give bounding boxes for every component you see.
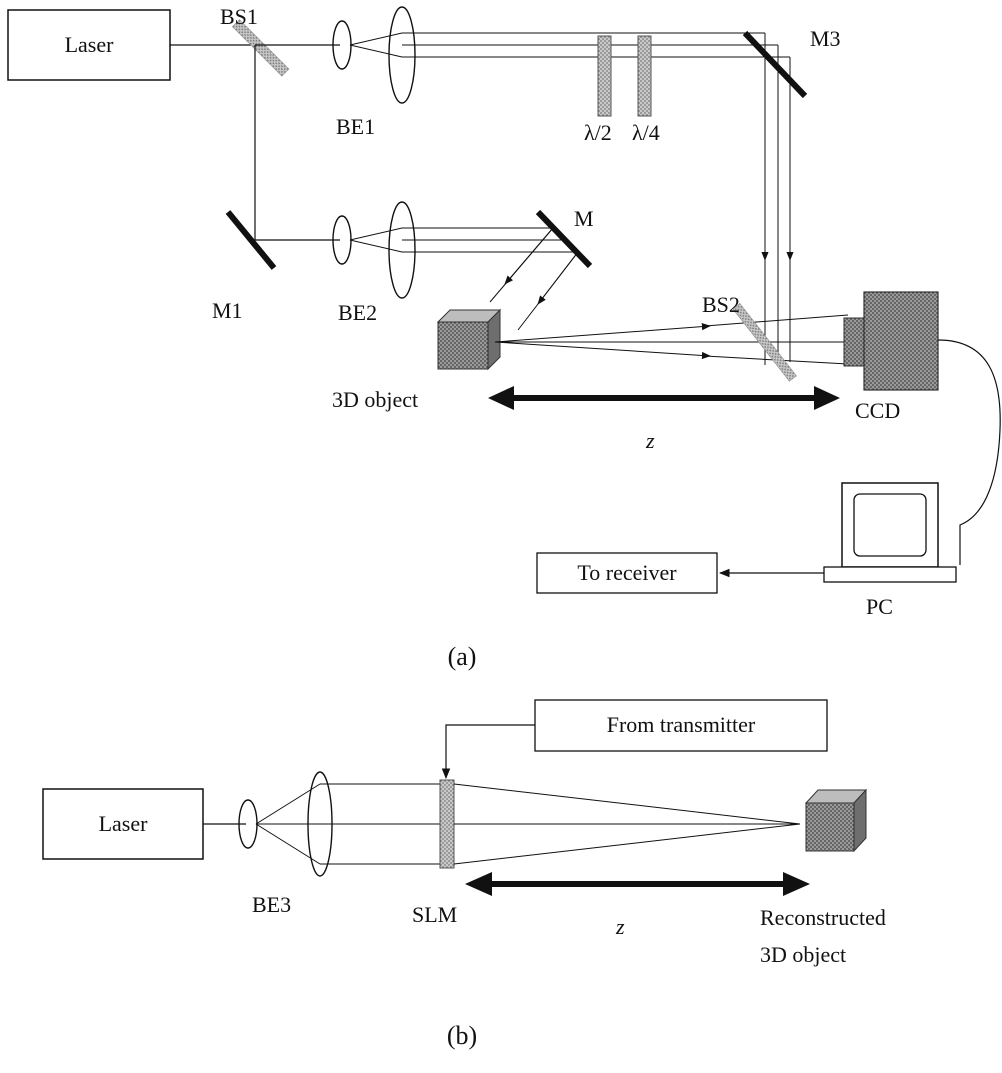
be2-label: BE2 xyxy=(338,300,377,325)
m3-label: M3 xyxy=(810,26,841,51)
pc-label: PC xyxy=(866,594,893,619)
be1-ray-top xyxy=(349,32,403,46)
mirror-m3 xyxy=(742,30,808,99)
pc-computer xyxy=(823,482,957,583)
pc-screen xyxy=(853,493,927,557)
cube-a-front xyxy=(437,321,489,370)
to-receiver-rect xyxy=(536,552,718,594)
recon-ray-bottom xyxy=(453,823,801,865)
obj-beam-top-arrow xyxy=(494,323,711,343)
z-label-a: z xyxy=(645,428,655,453)
object-cube-b xyxy=(804,788,868,853)
be3-ray-top xyxy=(255,783,321,825)
be3-ray-bottom xyxy=(255,823,321,865)
slm-label: SLM xyxy=(412,902,457,927)
pc-keyboard xyxy=(823,566,957,583)
be1-ray-bottom xyxy=(349,44,403,58)
m1-label: M1 xyxy=(212,298,243,323)
be2-ray-bottom xyxy=(349,239,403,253)
z-label-b: z xyxy=(615,914,625,939)
mirror-m1 xyxy=(225,210,277,270)
reconstructed-label-2: 3D object xyxy=(760,942,846,967)
be2-ray-top xyxy=(349,227,403,241)
from-transmitter-box: From transmitter xyxy=(534,699,828,752)
z-arrow-b-right-head xyxy=(783,872,810,896)
reconstructed-label-1: Reconstructed xyxy=(760,905,886,930)
quarter-wave-plate xyxy=(637,35,652,117)
laser-a: Laser xyxy=(7,9,171,81)
to-receiver-label: To receiver xyxy=(577,560,677,585)
beam-splitter-bs2 xyxy=(732,302,797,382)
z-arrow-a-right-head xyxy=(814,386,840,410)
z-arrow-a-left-head xyxy=(488,386,514,410)
from-transmitter-rect xyxy=(534,699,828,752)
m-label: M xyxy=(574,206,594,231)
illum-ray-2-arrow xyxy=(537,251,579,305)
be3-label: BE3 xyxy=(252,892,291,917)
obj-beam-top xyxy=(704,314,849,327)
half-wave-plate xyxy=(597,35,612,117)
caption-a: (a) xyxy=(448,642,477,671)
from-transmitter-label: From transmitter xyxy=(607,712,756,737)
ccd-body xyxy=(863,291,939,391)
bs2-label: BS2 xyxy=(702,292,740,317)
mirror-m xyxy=(535,209,593,269)
laser-a-box xyxy=(7,9,171,81)
caption-b: (b) xyxy=(447,1021,477,1050)
ccd-camera xyxy=(843,291,939,391)
panel-a: Laser BS1 BE1 λ/2 λ/4 M3 xyxy=(7,4,1001,671)
laser-b-label: Laser xyxy=(99,811,149,836)
bs1-label: BS1 xyxy=(220,4,258,29)
z-arrow-b-left-head xyxy=(465,872,492,896)
ccd-lens-body xyxy=(843,317,865,367)
transmitter-to-slm-arrow xyxy=(441,724,535,780)
laser-a-label: Laser xyxy=(65,32,115,57)
be1-large-lens xyxy=(388,6,416,104)
panel-b: From transmitter Laser BE3 SLM xyxy=(42,699,886,1050)
quarter-wave-label: λ/4 xyxy=(632,120,660,145)
laser-b: Laser xyxy=(42,788,204,860)
obj-beam-bottom-arrow xyxy=(494,341,711,360)
half-wave-label: λ/2 xyxy=(584,120,612,145)
object-label: 3D object xyxy=(332,387,418,412)
beam-splitter-bs1 xyxy=(232,19,290,77)
object-cube-a xyxy=(436,308,502,371)
ccd-pc-cable xyxy=(937,339,1001,565)
ccd-label: CCD xyxy=(855,398,900,423)
illum-ray-1-arrow xyxy=(504,227,554,285)
be2-large-lens xyxy=(388,201,416,299)
slm-device xyxy=(439,779,455,869)
to-receiver-box: To receiver xyxy=(536,552,718,594)
cube-b-front xyxy=(805,802,855,852)
recon-ray-top xyxy=(453,783,801,825)
be1-label: BE1 xyxy=(336,114,375,139)
